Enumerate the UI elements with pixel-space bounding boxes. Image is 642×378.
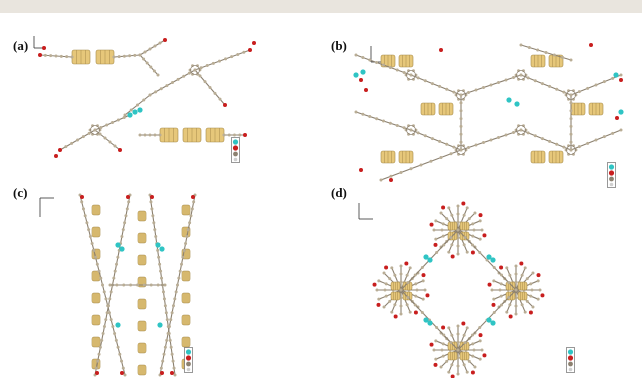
atom-legend-c xyxy=(184,347,193,373)
panel-a-crystal-structure xyxy=(38,38,256,158)
panel-a: (a) xyxy=(0,0,321,185)
panel-c-label: (c) xyxy=(13,185,28,200)
panel-b-label: (b) xyxy=(331,38,347,53)
atom-legend-b xyxy=(607,162,616,188)
top-header-strip xyxy=(0,0,642,13)
panel-b-crystal-structure xyxy=(353,43,624,182)
panel-b: (b) xyxy=(321,0,642,185)
atom-legend-a xyxy=(231,137,240,163)
panel-c-crystal-structure xyxy=(78,193,197,377)
panel-d-crystal-structure xyxy=(372,201,545,378)
atom-legend-d xyxy=(566,347,575,373)
panel-d: (d) xyxy=(321,185,642,378)
panel-c: (c) xyxy=(0,185,321,378)
panel-d-label: (d) xyxy=(331,185,347,200)
panel-a-label: (a) xyxy=(13,38,29,53)
